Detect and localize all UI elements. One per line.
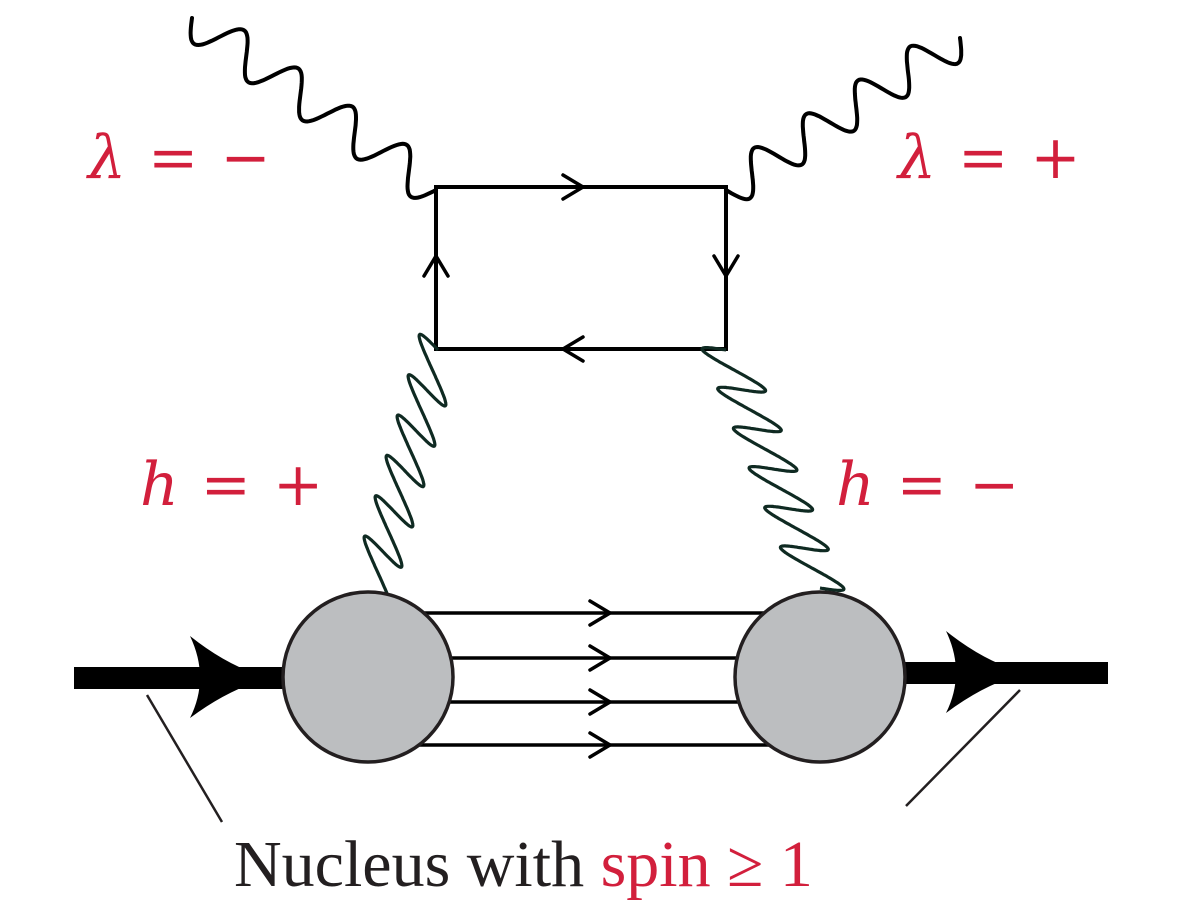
spectator-arrow-2	[588, 644, 614, 672]
photon-label-right: λ=+	[896, 123, 1081, 193]
gluon-label-right: h=−	[836, 450, 1019, 520]
pointer-line-right	[905, 689, 1021, 807]
spectator-arrow-3	[588, 688, 614, 716]
gluon-line-right	[700, 346, 846, 592]
quark-loop-box	[434, 185, 728, 351]
photon-line-left	[188, 16, 438, 200]
nucleus-blob-right	[733, 590, 907, 764]
nucleus-arrow-incoming	[190, 636, 270, 718]
caption: Nucleus with spin ≥ 1	[234, 828, 813, 901]
pointer-line-left	[145, 694, 224, 823]
arrow-right-down	[712, 254, 740, 280]
spectator-arrow-1	[588, 599, 614, 627]
nucleus-arrow-outgoing	[946, 631, 1026, 713]
arrow-bottom-left	[559, 335, 585, 363]
spectator-arrow-4	[588, 731, 614, 759]
arrow-left-up	[422, 252, 450, 278]
arrow-top-right	[561, 173, 587, 201]
gluon-label-left: h=+	[140, 450, 323, 520]
caption-prefix: Nucleus with	[234, 828, 601, 901]
caption-highlight: spin ≥ 1	[601, 828, 813, 901]
gluon-line-left	[362, 332, 448, 610]
photon-line-right	[724, 36, 964, 202]
nucleus-blob-left	[281, 590, 455, 764]
photon-label-left: λ=−	[86, 123, 271, 193]
